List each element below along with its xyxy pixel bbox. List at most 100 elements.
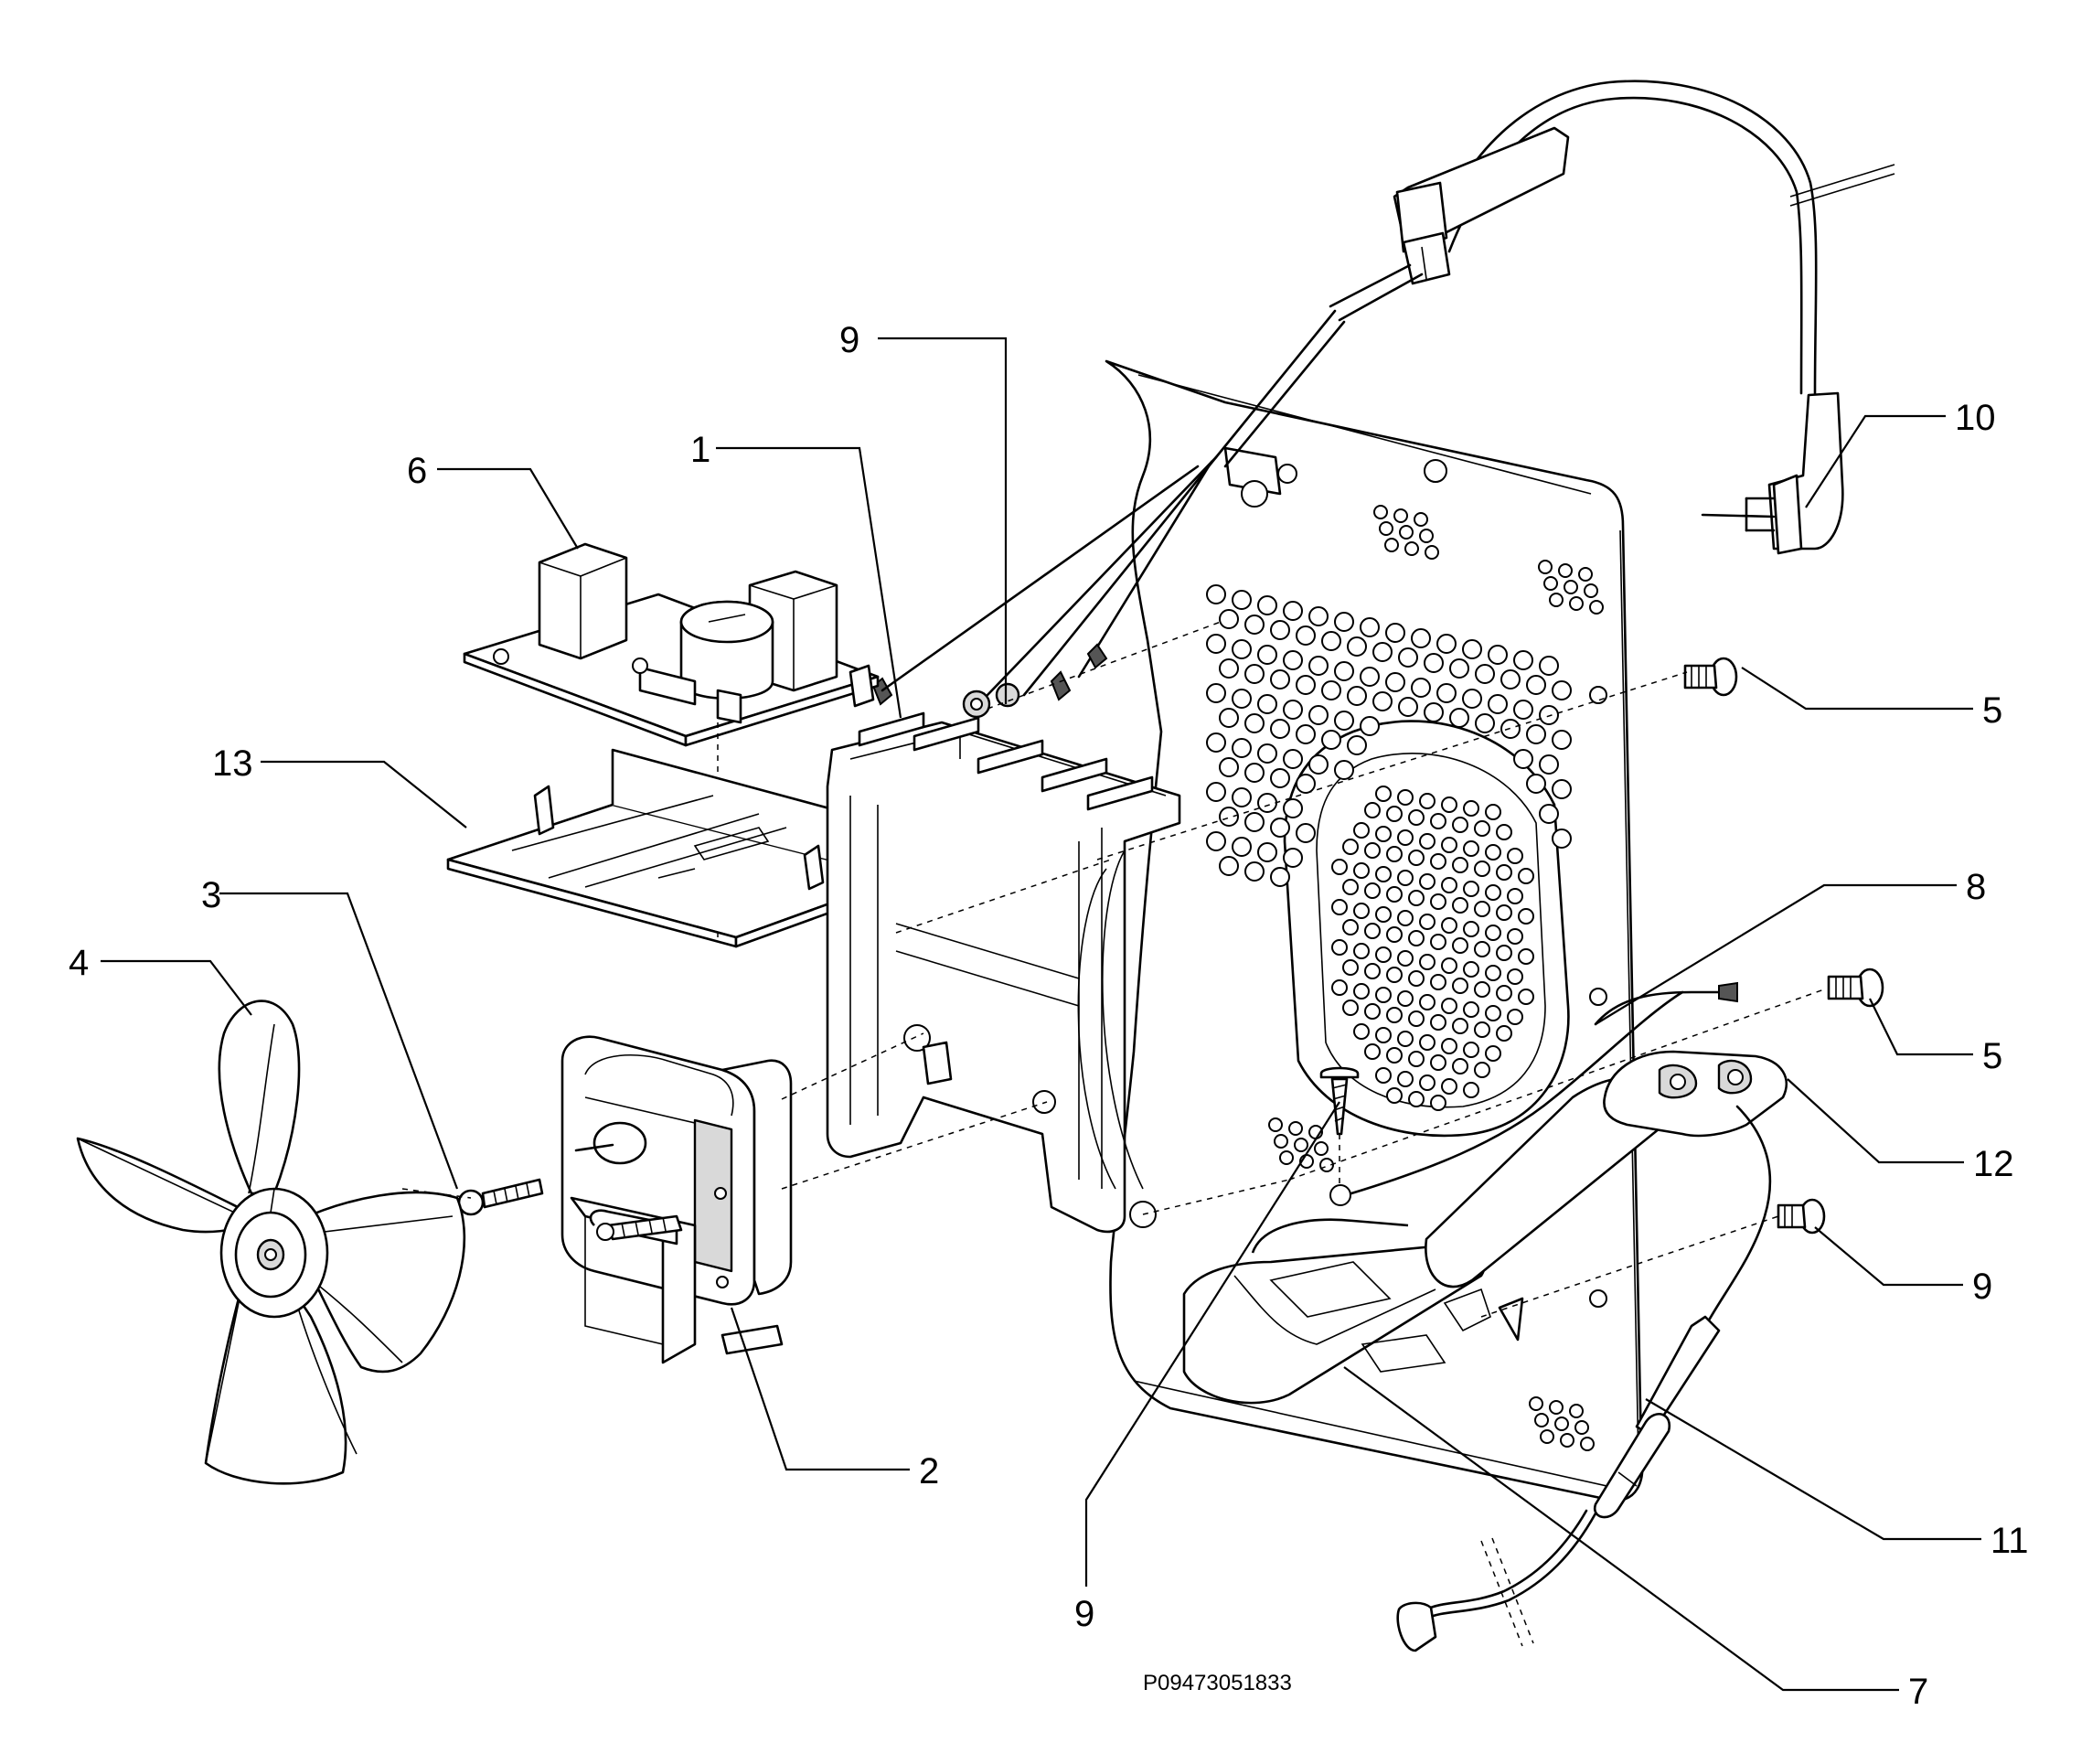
vent-hole [1397, 990, 1414, 1007]
vent-hole [1408, 809, 1425, 826]
vent-hole [1463, 961, 1479, 978]
vent-hole [1244, 713, 1265, 733]
vent-hole [1549, 1400, 1564, 1415]
callout-5-upper: 5 [1982, 690, 2002, 731]
vent-hole [1372, 642, 1393, 662]
vent-hole [1232, 590, 1252, 610]
vent-hole [1518, 948, 1534, 965]
vent-hole [1436, 634, 1457, 654]
earth-wire [1350, 981, 1738, 1195]
vent-hole [1552, 829, 1572, 849]
vent-hole [1560, 1433, 1574, 1448]
vent-hole [1321, 631, 1341, 651]
vent-hole [1419, 994, 1436, 1010]
vent-hole [1411, 628, 1431, 648]
vent-hole [1347, 735, 1367, 755]
vent-hole [1441, 877, 1457, 893]
vent-hole [1463, 1082, 1479, 1098]
vent-hole [1257, 793, 1277, 813]
callout-8: 8 [1966, 867, 1986, 907]
hole-clusters [1268, 505, 1604, 1451]
vent-hole [1419, 954, 1436, 970]
vent-hole [1452, 978, 1468, 994]
vent-hole [1308, 705, 1329, 725]
vent-hole [1496, 904, 1512, 921]
vent-hole [1441, 957, 1457, 974]
vent-hole [1397, 829, 1414, 846]
vent-hole [1408, 890, 1425, 906]
vent-hole [1540, 1429, 1554, 1444]
control-board [463, 542, 880, 747]
vent-hole [1539, 705, 1559, 725]
fan-grille-holes [1331, 786, 1534, 1111]
vent-hole [1538, 560, 1553, 574]
vent-hole [1219, 658, 1239, 679]
vent-hole [1424, 702, 1444, 722]
vent-hole [1364, 1003, 1381, 1020]
vent-hole [1244, 861, 1265, 882]
vent-hole [1475, 664, 1495, 684]
vent-hole [1419, 1034, 1436, 1051]
vent-hole [1397, 1071, 1414, 1087]
callout-3: 3 [201, 875, 221, 915]
vent-hole [1419, 793, 1436, 809]
vent-hole [1386, 967, 1403, 983]
vent-hole [1232, 837, 1252, 857]
vent-hole [1279, 1150, 1294, 1165]
vent-hole [1430, 893, 1446, 910]
vent-hole [1425, 545, 1439, 560]
vent-hole [1485, 804, 1501, 820]
vent-hole [1441, 998, 1457, 1014]
vent-hole [1244, 763, 1265, 783]
vent-hole [1206, 683, 1226, 703]
vent-hole [1219, 609, 1239, 629]
vent-hole [1244, 812, 1265, 832]
vent-hole [1375, 906, 1392, 923]
vent-hole [1308, 754, 1329, 775]
vent-hole [1463, 800, 1479, 817]
vent-hole [1564, 580, 1578, 594]
vent-hole [1580, 1437, 1595, 1451]
vent-hole [1386, 846, 1403, 862]
vent-hole [1372, 691, 1393, 711]
vent-hole [1485, 925, 1501, 941]
vent-hole [1270, 669, 1290, 690]
vent-hole [1419, 833, 1436, 850]
vent-hole [1534, 1413, 1549, 1427]
vent-hole [1294, 1138, 1308, 1152]
vent-hole [1408, 1051, 1425, 1067]
vent-hole [1270, 867, 1290, 887]
vent-hole [1462, 689, 1482, 709]
vent-hole [1375, 1027, 1392, 1043]
vent-hole [1485, 884, 1501, 901]
vent-hole [1397, 1031, 1414, 1047]
vent-hole [1219, 807, 1239, 827]
vent-hole [1449, 658, 1469, 679]
vent-hole [1404, 541, 1419, 556]
vent-hole [1342, 919, 1359, 935]
vent-hole [1558, 563, 1573, 578]
vent-hole [1419, 529, 1434, 543]
vent-hole [1463, 1042, 1479, 1058]
vent-hole [1419, 1074, 1436, 1091]
screw-part-5-upper [1683, 657, 1738, 697]
vent-hole [1507, 928, 1523, 945]
vent-hole [1552, 680, 1572, 700]
vent-hole [1244, 664, 1265, 684]
vent-hole [1452, 897, 1468, 914]
vent-hole [1474, 941, 1490, 957]
vent-hole [1232, 689, 1252, 709]
callout-12: 12 [1973, 1144, 2014, 1184]
vent-hole [1386, 926, 1403, 943]
thermal-fuse [1603, 1050, 1788, 1337]
vent-hole [1257, 595, 1277, 615]
vent-hole [1463, 840, 1479, 857]
vent-hole [1452, 1018, 1468, 1034]
vent-hole [1474, 901, 1490, 917]
vent-hole [1496, 864, 1512, 881]
vent-hole [1500, 719, 1521, 739]
vent-hole [1379, 521, 1393, 536]
vent-hole [1474, 861, 1490, 877]
vent-hole [1353, 943, 1370, 959]
